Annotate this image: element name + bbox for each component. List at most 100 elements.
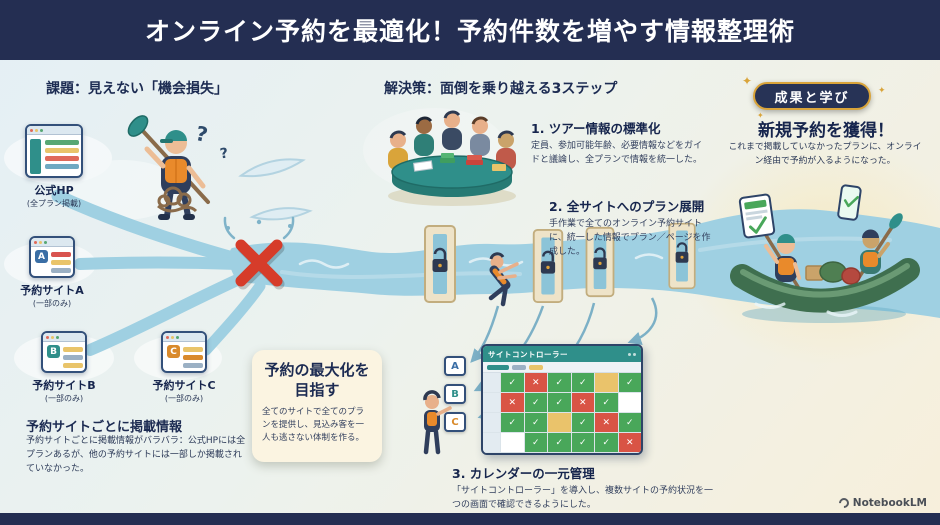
official-site-icon <box>25 124 83 178</box>
goal-title: 予約の最大化を目指す <box>264 361 370 399</box>
calendar-cell <box>501 433 525 453</box>
notebooklm-logo <box>836 495 851 511</box>
paddler-illustration <box>127 115 210 220</box>
calendar-cell: ✕ <box>571 393 595 413</box>
calendar-cell <box>618 393 641 413</box>
solution-heading: 解決策：面倒を乗り越える3ステップ <box>384 81 618 97</box>
browser-bar <box>31 238 73 247</box>
red-x-icon <box>235 239 285 290</box>
booking-site-b-icon: B <box>41 331 87 373</box>
calendar-cell: ✓ <box>501 413 525 433</box>
calendar-cell: ✓ <box>571 413 595 433</box>
operator-illustration <box>423 390 452 455</box>
ghost-canoes <box>238 158 313 221</box>
calendar-cell: ✓ <box>524 393 548 413</box>
calendar-cell: ✓ <box>548 393 572 413</box>
booking-site-a-card: A 予約サイトA (一部のみ) <box>14 236 90 309</box>
page-title: オンライン予約を最適化！予約件数を増やす情報整理術 <box>144 17 795 46</box>
lock-gate-icon <box>424 225 456 303</box>
phone-check-icon <box>837 184 862 221</box>
site-sublabel: (一部のみ) <box>32 299 72 308</box>
canoe-illustration <box>730 213 920 323</box>
gate-worker-illustration <box>488 252 519 307</box>
step-1-title: 1. ツアー情報の標準化 <box>531 121 661 136</box>
notebooklm-label: NotebookLM <box>852 497 927 509</box>
problem-note-text: 予約サイトごとに掲載情報がバラバラ：公式HPには全プランあるが、他の予約サイトに… <box>26 436 246 474</box>
step-3: 3. カレンダーの一元管理 「サイトコントローラー」を導入し、複数サイトの予約状… <box>452 463 716 513</box>
site-controller-titlebar: サイトコントローラー <box>483 346 641 362</box>
results-badge: 成果と学び <box>753 82 871 110</box>
site-letter: B <box>47 345 60 358</box>
window-dots <box>628 352 636 356</box>
calendar-cell <box>548 413 572 433</box>
step-3-title: 3. カレンダーの一元管理 <box>452 466 595 481</box>
site-letter: A <box>35 250 48 263</box>
calendar-cell: ✓ <box>618 373 641 393</box>
site-label: 予約サイトA <box>20 284 84 297</box>
meeting-illustration <box>388 110 516 206</box>
browser-bar <box>163 333 205 342</box>
lock-gate-icon <box>668 222 696 290</box>
calendar-cell <box>483 433 501 453</box>
calendar-cell: ✕ <box>618 433 641 453</box>
booking-site-a-icon: A <box>29 236 75 278</box>
channel-tile-c: C <box>444 412 466 432</box>
calendar-cell: ✓ <box>595 433 619 453</box>
splash <box>223 216 295 240</box>
calendar-cell: ✓ <box>524 433 548 453</box>
site-label: 予約サイトC <box>152 379 216 392</box>
calendar-cell: ✓ <box>595 393 619 413</box>
site-label: 予約サイトB <box>32 379 96 392</box>
title-bar: オンライン予約を最適化！予約件数を増やす情報整理術 <box>0 0 940 60</box>
booking-site-c-icon: C <box>161 331 207 373</box>
site-controller-window: サイトコントローラー ✓✕✓✓✓✕✓✓✕✓✓✓✓✕✓✓✓✓✓✕ <box>481 344 643 455</box>
channel-tile-b: B <box>444 384 466 404</box>
booking-site-b-card: B 予約サイトB (一部のみ) <box>26 331 102 404</box>
lock-gate-icon <box>532 228 564 304</box>
browser-bar <box>27 126 81 135</box>
bottom-bar <box>0 513 940 525</box>
calendar-cell <box>595 373 619 393</box>
goal-text: 全てのサイトで全てのプランを提供し、見込み客を一人も逃さない体制を作る。 <box>262 407 365 443</box>
result-text: これまで掲載していなかったプランに、オンライン経由で予約が入るようになった。 <box>728 142 922 166</box>
calendar-cell: ✓ <box>548 433 572 453</box>
problem-note-heading: 予約サイトごとに掲載情報 <box>26 420 183 435</box>
calendar-cell: ✓ <box>501 373 525 393</box>
calendar-cell: ✓ <box>571 373 595 393</box>
streams <box>51 189 266 356</box>
site-sublabel: (一部のみ) <box>164 394 204 403</box>
site-controller-grid: ✓✕✓✓✓✕✓✓✕✓✓✓✓✕✓✓✓✓✓✕ <box>483 373 641 453</box>
calendar-cell: ✕ <box>524 373 548 393</box>
site-label: 公式HP <box>34 184 74 197</box>
tablet-check-icon <box>738 193 776 239</box>
calendar-cell: ✓ <box>548 373 572 393</box>
calendar-cell: ✕ <box>595 413 619 433</box>
official-site-card: 公式HP (全プラン掲載) <box>12 124 96 209</box>
notebooklm-brand: NotebookLM <box>836 495 927 511</box>
calendar-cell: ✓ <box>571 433 595 453</box>
goal-callout: 予約の最大化を目指す 全てのサイトで全てのプランを提供し、見込み客を一人も逃さな… <box>252 350 382 462</box>
step-2: 2. 全サイトへのプラン展開 手作業で全てのオンライン予約サイトに、統一した情報… <box>549 196 716 260</box>
calendar-cell: ✕ <box>501 393 525 413</box>
problem-heading: 課題：見えない「機会損失」 <box>46 81 228 97</box>
calendar-cell: ✓ <box>618 413 641 433</box>
step-1-text: 定員、参加可能年齢、必要情報などをガイドと議論し、全プランで情報を統一した。 <box>531 141 703 165</box>
booking-site-c-card: C 予約サイトC (一部のみ) <box>146 331 222 404</box>
site-controller-title: サイトコントローラー <box>488 349 568 359</box>
step-2-title: 2. 全サイトへのプラン展開 <box>549 199 705 214</box>
step-3-text: 「サイトコントローラー」を導入し、複数サイトの予約状況を一つの画面で確認できるよ… <box>452 486 714 510</box>
sparkle-icon: ✦ <box>878 86 886 96</box>
channel-tile-a: A <box>444 356 466 376</box>
step-1: 1. ツアー情報の標準化 定員、参加可能年齢、必要情報などをガイドと議論し、全プ… <box>531 118 708 168</box>
site-controller-toolbar <box>483 362 641 373</box>
site-letter: C <box>167 345 180 358</box>
calendar-cell: ✓ <box>524 413 548 433</box>
calendar-cell <box>483 373 501 393</box>
calendar-cell <box>483 393 501 413</box>
sparkle-icon: ✦ <box>742 74 753 88</box>
sparkle-icon: ✦ <box>757 111 764 120</box>
lock-gate-icon <box>585 226 615 298</box>
step-2-text: 手作業で全てのオンライン予約サイトに、統一した情報でプラン／ページを作成した。 <box>549 219 711 257</box>
site-sublabel: (全プラン掲載) <box>26 199 82 208</box>
